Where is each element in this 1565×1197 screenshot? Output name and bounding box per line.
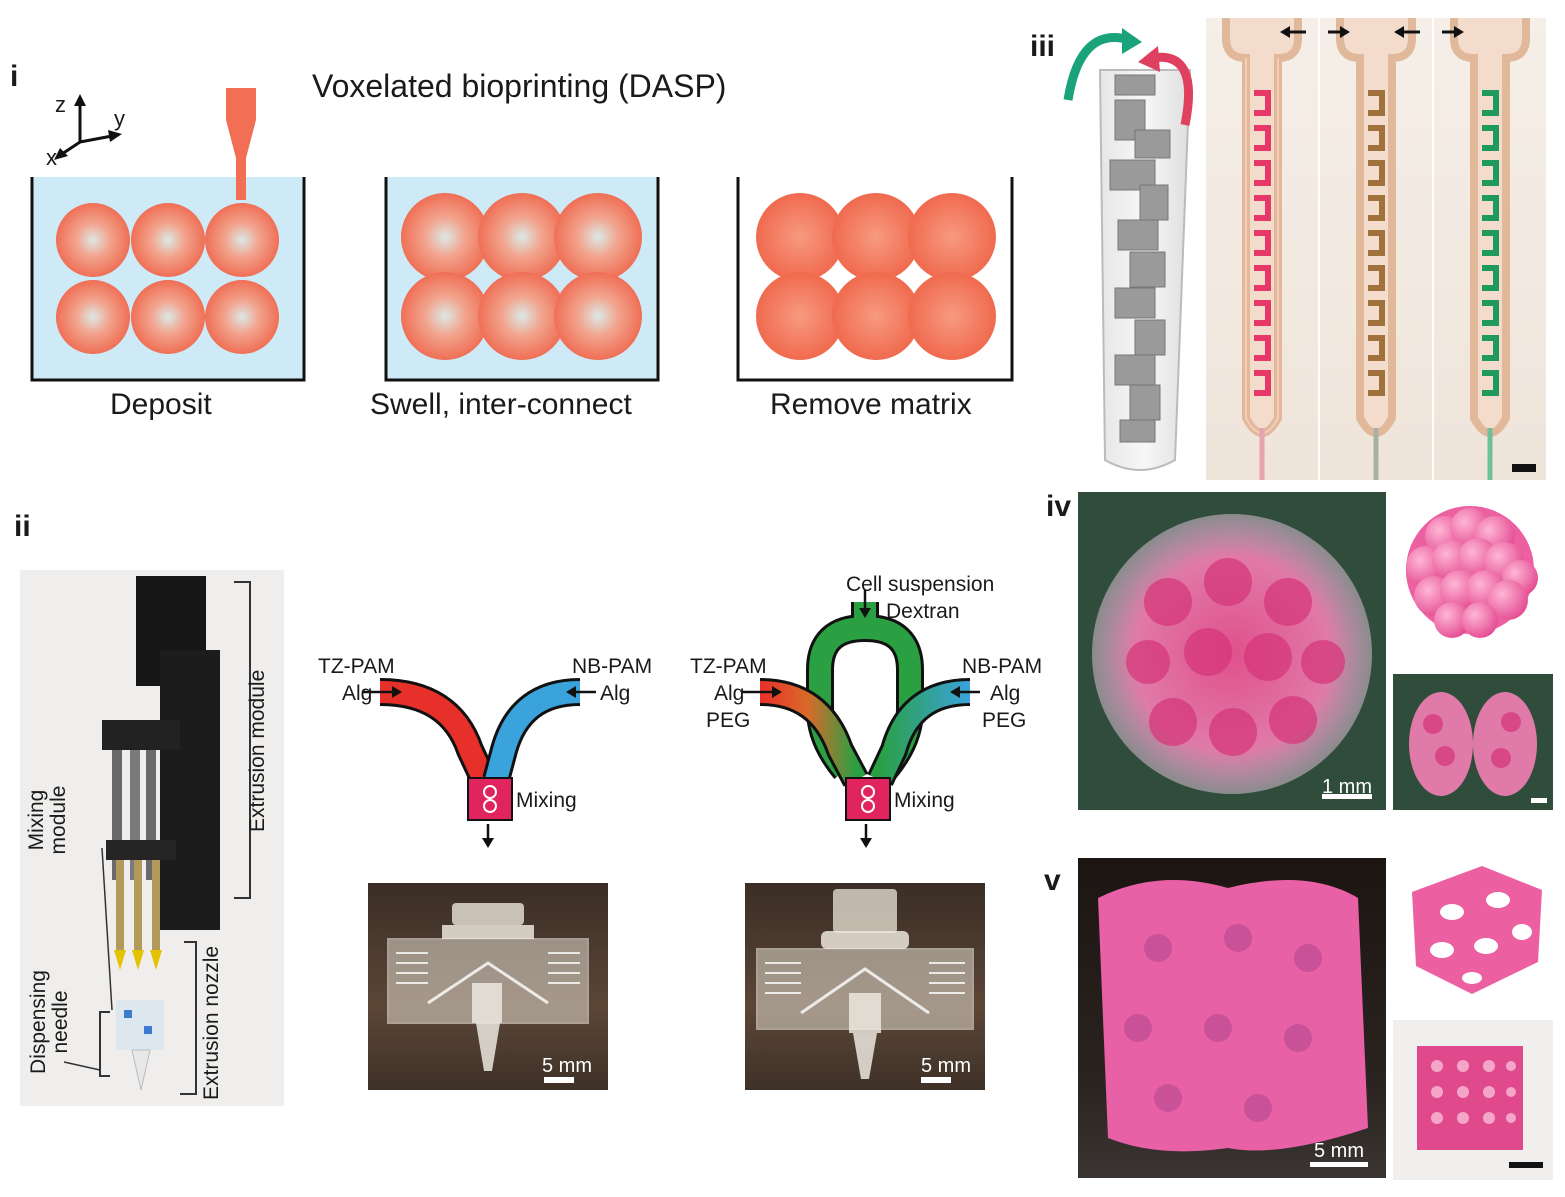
printer-device-photo: Extrusion module Mixing module Extrusion… xyxy=(20,570,284,1106)
swell-voxels xyxy=(401,193,642,360)
channel-photo-3 xyxy=(1434,18,1546,480)
panel-label-v: v xyxy=(1044,864,1061,897)
right-mixer-tzpam: TZ-PAM xyxy=(690,655,767,678)
gyroid-top-photo xyxy=(1393,1020,1553,1180)
spherical-construct-photo: 1 mm xyxy=(1078,492,1386,810)
channel-cad-model xyxy=(1063,28,1193,471)
panel-label-iii: iii xyxy=(1030,30,1056,63)
mixer-schematic-right xyxy=(742,590,980,848)
right-mixer-cell-suspension: Cell suspension xyxy=(846,573,995,596)
right-mixer-peg-right: PEG xyxy=(982,709,1027,732)
step-remove-matrix: Remove matrix xyxy=(770,388,972,421)
left-mixer-alg-left: Alg xyxy=(342,682,373,705)
right-mixer-peg-left: PEG xyxy=(706,709,751,732)
gyroid-model-icon xyxy=(1412,866,1542,994)
panel-label-iv: iv xyxy=(1046,490,1072,523)
mixer-photo-left: 5 mm xyxy=(368,883,608,1090)
axis-z-label: z xyxy=(55,92,66,117)
label-extrusion-module: Extrusion module xyxy=(246,669,269,832)
channel-photo-2 xyxy=(1320,18,1432,480)
axis-x-label: x xyxy=(46,145,57,170)
right-mixer-alg-left: Alg xyxy=(714,682,745,705)
panel-label-ii: ii xyxy=(14,510,31,543)
axes-icon xyxy=(54,94,122,160)
gyroid-construct-photo: 5 mm xyxy=(1078,858,1386,1178)
left-mixer-tzpam: TZ-PAM xyxy=(318,655,395,678)
label-dispensing-needle: Dispensing needle xyxy=(27,970,72,1074)
right-mixer-alg-right: Alg xyxy=(990,682,1021,705)
sphere-model-icon xyxy=(1406,506,1538,638)
mixer-schematic-left xyxy=(362,678,596,848)
step-swell: Swell, inter-connect xyxy=(370,388,632,421)
panel-label-i: i xyxy=(10,60,19,93)
step-deposit: Deposit xyxy=(110,388,212,421)
sphere-halves-photo xyxy=(1393,674,1553,810)
right-mixer-mixing: Mixing xyxy=(894,789,955,812)
mixer-left-scale-label: 5 mm xyxy=(542,1055,592,1077)
mixer-photo-right: 5 mm xyxy=(745,883,985,1090)
label-mixing-module: Mixing module xyxy=(25,785,70,855)
axis-y-label: y xyxy=(114,106,125,131)
v-scale-label: 5 mm xyxy=(1314,1140,1364,1162)
label-extrusion-nozzle: Extrusion nozzle xyxy=(200,945,223,1100)
removed-matrix-voxels xyxy=(756,193,996,360)
voxel-schematic xyxy=(30,88,1014,382)
left-mixer-mixing: Mixing xyxy=(516,789,577,812)
iv-scale-label: 1 mm xyxy=(1322,776,1372,798)
channel-photo-1 xyxy=(1206,18,1318,480)
right-mixer-dextran: Dextran xyxy=(886,600,960,623)
left-mixer-alg-right: Alg xyxy=(600,682,631,705)
deposit-voxels xyxy=(56,203,279,354)
panel-i-title: Voxelated bioprinting (DASP) xyxy=(312,68,727,104)
mixer-right-scale-label: 5 mm xyxy=(921,1055,971,1077)
right-mixer-nbpam: NB-PAM xyxy=(962,655,1043,678)
left-mixer-nbpam: NB-PAM xyxy=(572,655,653,678)
